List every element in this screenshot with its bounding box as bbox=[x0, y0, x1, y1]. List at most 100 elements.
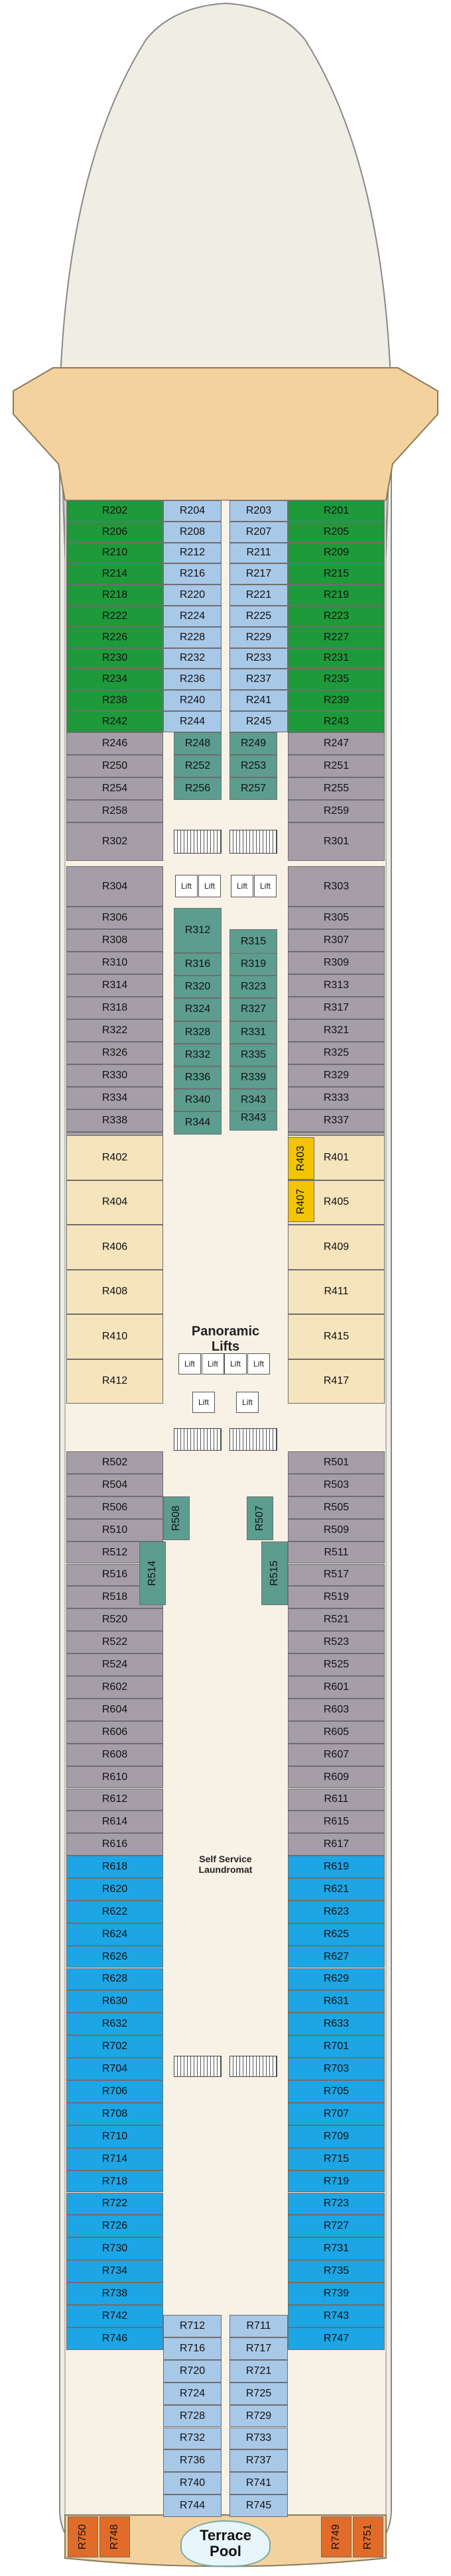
cabin-r718[interactable]: R718 bbox=[66, 2170, 163, 2193]
cabin-r202[interactable]: R202 bbox=[66, 500, 163, 522]
cabin-r321[interactable]: R321 bbox=[288, 1019, 385, 1042]
cabin-r725[interactable]: R725 bbox=[229, 2382, 288, 2405]
cabin-r220[interactable]: R220 bbox=[163, 585, 222, 606]
cabin-r318[interactable]: R318 bbox=[66, 997, 163, 1019]
cabin-r231[interactable]: R231 bbox=[288, 647, 385, 669]
cabin-r244[interactable]: R244 bbox=[163, 711, 222, 732]
cabin-r409[interactable]: R409 bbox=[288, 1225, 385, 1270]
cabin-r746[interactable]: R746 bbox=[66, 2327, 163, 2350]
cabin-r339[interactable]: R339 bbox=[229, 1066, 277, 1090]
cabin-r504[interactable]: R504 bbox=[66, 1473, 163, 1496]
cabin-r627[interactable]: R627 bbox=[288, 1945, 385, 1968]
cabin-r211[interactable]: R211 bbox=[229, 542, 288, 564]
cabin-r612[interactable]: R612 bbox=[66, 1788, 163, 1811]
cabin-r748[interactable]: R748 bbox=[99, 2516, 130, 2557]
cabin-r604[interactable]: R604 bbox=[66, 1698, 163, 1721]
cabin-r610[interactable]: R610 bbox=[66, 1765, 163, 1789]
cabin-r719[interactable]: R719 bbox=[288, 2170, 385, 2193]
cabin-r227[interactable]: R227 bbox=[288, 626, 385, 648]
cabin-r245[interactable]: R245 bbox=[229, 711, 288, 732]
cabin-r705[interactable]: R705 bbox=[288, 2080, 385, 2103]
cabin-r228[interactable]: R228 bbox=[163, 626, 222, 648]
cabin-r615[interactable]: R615 bbox=[288, 1811, 385, 1834]
cabin-r242[interactable]: R242 bbox=[66, 711, 163, 732]
cabin-r307[interactable]: R307 bbox=[288, 929, 385, 952]
cabin-r326[interactable]: R326 bbox=[66, 1042, 163, 1064]
cabin-r204[interactable]: R204 bbox=[163, 500, 222, 522]
cabin-r509[interactable]: R509 bbox=[288, 1518, 385, 1541]
cabin-r624[interactable]: R624 bbox=[66, 1923, 163, 1946]
cabin-r336[interactable]: R336 bbox=[174, 1066, 222, 1090]
cabin-r733[interactable]: R733 bbox=[229, 2427, 288, 2450]
cabin-r729[interactable]: R729 bbox=[229, 2404, 288, 2428]
cabin-r524[interactable]: R524 bbox=[66, 1653, 163, 1676]
cabin-r238[interactable]: R238 bbox=[66, 690, 163, 711]
cabin-r617[interactable]: R617 bbox=[288, 1833, 385, 1856]
cabin-r726[interactable]: R726 bbox=[66, 2215, 163, 2238]
cabin-r323[interactable]: R323 bbox=[229, 976, 277, 999]
cabin-r735[interactable]: R735 bbox=[288, 2260, 385, 2283]
cabin-r222[interactable]: R222 bbox=[66, 606, 163, 627]
cabin-r501[interactable]: R501 bbox=[288, 1451, 385, 1474]
cabin-r410[interactable]: R410 bbox=[66, 1314, 163, 1359]
cabin-r319[interactable]: R319 bbox=[229, 953, 277, 976]
cabin-r751[interactable]: R751 bbox=[353, 2516, 383, 2557]
cabin-r623[interactable]: R623 bbox=[288, 1900, 385, 1923]
cabin-r219[interactable]: R219 bbox=[288, 585, 385, 606]
cabin-r218[interactable]: R218 bbox=[66, 585, 163, 606]
cabin-r209[interactable]: R209 bbox=[288, 542, 385, 564]
cabin-r230[interactable]: R230 bbox=[66, 647, 163, 669]
cabin-r723[interactable]: R723 bbox=[288, 2192, 385, 2215]
cabin-r310[interactable]: R310 bbox=[66, 952, 163, 974]
cabin-r515[interactable]: R515 bbox=[261, 1541, 288, 1605]
cabin-r503[interactable]: R503 bbox=[288, 1473, 385, 1496]
cabin-r721[interactable]: R721 bbox=[229, 2359, 288, 2382]
cabin-r223[interactable]: R223 bbox=[288, 606, 385, 627]
cabin-r252[interactable]: R252 bbox=[174, 755, 222, 777]
cabin-r249[interactable]: R249 bbox=[229, 732, 277, 755]
cabin-r407[interactable]: R407 bbox=[288, 1180, 314, 1222]
cabin-r744[interactable]: R744 bbox=[163, 2494, 222, 2518]
cabin-r322[interactable]: R322 bbox=[66, 1019, 163, 1042]
cabin-r208[interactable]: R208 bbox=[163, 521, 222, 543]
cabin-r747[interactable]: R747 bbox=[288, 2327, 385, 2350]
cabin-r611[interactable]: R611 bbox=[288, 1788, 385, 1811]
cabin-r703[interactable]: R703 bbox=[288, 2058, 385, 2080]
cabin-r309[interactable]: R309 bbox=[288, 952, 385, 974]
cabin-r708[interactable]: R708 bbox=[66, 2102, 163, 2125]
cabin-r406[interactable]: R406 bbox=[66, 1225, 163, 1270]
cabin-r633[interactable]: R633 bbox=[288, 2013, 385, 2036]
cabin-r606[interactable]: R606 bbox=[66, 1720, 163, 1744]
cabin-r343[interactable]: R343 bbox=[229, 1089, 277, 1112]
cabin-r706[interactable]: R706 bbox=[66, 2080, 163, 2103]
cabin-r415[interactable]: R415 bbox=[288, 1314, 385, 1359]
cabin-r737[interactable]: R737 bbox=[229, 2449, 288, 2473]
cabin-r621[interactable]: R621 bbox=[288, 1877, 385, 1901]
cabin-r243[interactable]: R243 bbox=[288, 711, 385, 732]
cabin-r632[interactable]: R632 bbox=[66, 2013, 163, 2036]
cabin-r344[interactable]: R344 bbox=[174, 1111, 222, 1135]
cabin-r717[interactable]: R717 bbox=[229, 2337, 288, 2360]
cabin-r707[interactable]: R707 bbox=[288, 2102, 385, 2125]
cabin-r709[interactable]: R709 bbox=[288, 2125, 385, 2148]
cabin-r403[interactable]: R403 bbox=[288, 1137, 314, 1180]
cabin-r250[interactable]: R250 bbox=[66, 755, 163, 777]
cabin-r724[interactable]: R724 bbox=[163, 2382, 222, 2405]
cabin-r521[interactable]: R521 bbox=[288, 1608, 385, 1632]
cabin-r329[interactable]: R329 bbox=[288, 1064, 385, 1087]
cabin-r411[interactable]: R411 bbox=[288, 1269, 385, 1314]
cabin-r712[interactable]: R712 bbox=[163, 2315, 222, 2337]
cabin-r317[interactable]: R317 bbox=[288, 997, 385, 1019]
cabin-r609[interactable]: R609 bbox=[288, 1765, 385, 1789]
cabin-r408[interactable]: R408 bbox=[66, 1269, 163, 1314]
cabin-r742[interactable]: R742 bbox=[66, 2305, 163, 2327]
cabin-r234[interactable]: R234 bbox=[66, 669, 163, 691]
cabin-r402[interactable]: R402 bbox=[66, 1135, 163, 1180]
cabin-r603[interactable]: R603 bbox=[288, 1698, 385, 1721]
cabin-r312[interactable]: R312 bbox=[174, 908, 222, 953]
cabin-r255[interactable]: R255 bbox=[288, 777, 385, 800]
cabin-r605[interactable]: R605 bbox=[288, 1720, 385, 1744]
cabin-r308[interactable]: R308 bbox=[66, 929, 163, 952]
cabin-r614[interactable]: R614 bbox=[66, 1811, 163, 1834]
cabin-r731[interactable]: R731 bbox=[288, 2237, 385, 2261]
